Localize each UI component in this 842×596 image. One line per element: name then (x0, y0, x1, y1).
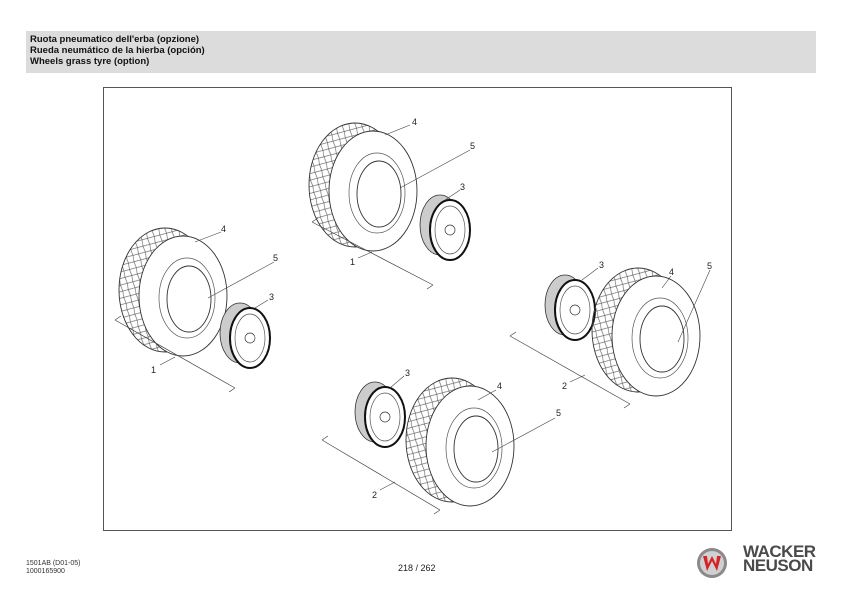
callout-assembly: 2 (372, 490, 377, 500)
callout-tire: 4 (669, 267, 674, 277)
tire-2 (118, 227, 228, 357)
diagram-frame (103, 87, 732, 531)
callout-valve: 5 (556, 408, 561, 418)
callout-assembly: 1 (350, 257, 355, 267)
tire-4 (405, 377, 515, 507)
brand-wordmark: WACKER NEUSON (743, 542, 816, 575)
wheel-group-1: 4 5 3 1 (308, 117, 475, 290)
rim-4 (354, 381, 406, 448)
callout-assembly: 1 (151, 365, 156, 375)
callout-assembly: 2 (562, 381, 567, 391)
wheel-group-4: 3 4 5 2 (321, 368, 561, 515)
title-spanish: Rueda neumático de la hierba (opción) (30, 45, 205, 56)
callout-rim: 3 (405, 368, 410, 378)
brand-line-1: WACKER (743, 542, 816, 561)
callout-valve: 5 (470, 141, 475, 151)
tire-3 (591, 267, 701, 397)
rim-2 (219, 302, 271, 369)
title-italian: Ruota pneumatico dell'erba (opzione) (30, 34, 200, 45)
part-number: 1000165900 (26, 568, 65, 575)
header-band: Ruota pneumatico dell'erba (opzione) Rue… (26, 31, 816, 73)
callout-rim: 3 (460, 182, 465, 192)
rim-3 (544, 274, 596, 341)
document-code: 1501AB (D01-05) (26, 560, 81, 567)
callout-rim: 3 (269, 292, 274, 302)
wacker-neuson-logo-icon (697, 548, 727, 578)
callout-tire: 4 (412, 117, 417, 127)
rim-1 (419, 194, 471, 261)
brand-line-2: NEUSON (743, 556, 813, 575)
callout-valve: 5 (273, 253, 278, 263)
tire-1 (308, 122, 418, 252)
callout-tire: 4 (221, 224, 226, 234)
callout-rim: 3 (599, 260, 604, 270)
wheel-group-3: 3 4 5 2 (509, 260, 712, 409)
page-number: 218 / 262 (398, 563, 436, 573)
wheel-group-2: 4 5 3 1 (114, 224, 278, 393)
callout-tire: 4 (497, 381, 502, 391)
title-english: Wheels grass tyre (option) (30, 56, 150, 67)
callout-valve: 5 (707, 261, 712, 271)
